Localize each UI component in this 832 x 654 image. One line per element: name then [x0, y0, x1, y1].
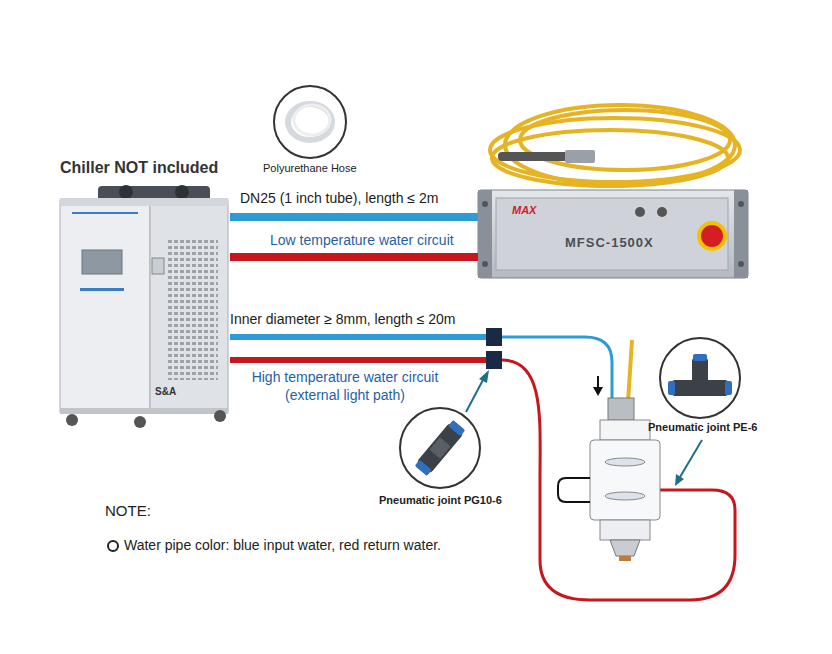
- part-name: Pneumatic joint PG10-6: [379, 494, 502, 507]
- brand-mark: S&A: [155, 386, 176, 398]
- pg-joint-icon: [400, 370, 489, 488]
- pipe-spec: Inner diameter ≥ 8mm, length ≤ 20m: [230, 311, 455, 328]
- hose-icon: [274, 86, 346, 158]
- part-name: Pneumatic joint PE-6: [648, 421, 757, 434]
- note-text: Water pipe color: blue input water, red …: [124, 537, 441, 554]
- cutting-head: [558, 398, 660, 561]
- model-number: MFSC-1500X: [565, 235, 654, 251]
- hose-label: Polyurethane Hose: [263, 162, 357, 175]
- high-temp-pipes: [230, 328, 735, 600]
- laser-source: MAX MFSC-1500X: [478, 190, 748, 278]
- pipe-spec: DN25 (1 inch tube), length ≤ 2m: [238, 190, 440, 207]
- brand-logo: MAX: [512, 204, 536, 217]
- circuit-name: High temperature water circuit (external…: [240, 368, 450, 404]
- pe-joint-icon: [660, 338, 740, 486]
- water-pipe: [230, 213, 478, 221]
- note-heading: NOTE:: [105, 502, 151, 520]
- chiller-illustration: [60, 185, 228, 428]
- water-pipe: [230, 253, 478, 261]
- laser-source-illustration: [478, 105, 748, 278]
- note-bullet: [108, 541, 118, 551]
- circuit-name: Low temperature water circuit: [268, 232, 456, 249]
- chiller-heading: Chiller NOT included: [60, 158, 218, 177]
- chiller-unit: Chiller NOT includedS&A: [58, 150, 230, 425]
